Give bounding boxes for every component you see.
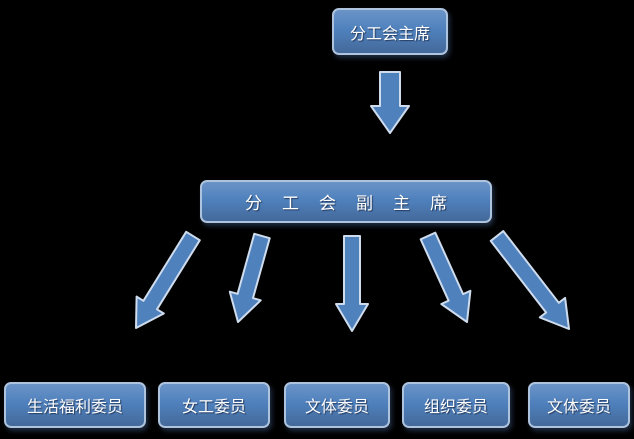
node-culture-sports-committee-2-label: 文体委员 xyxy=(546,397,611,416)
node-vice-chairman-label: 分工会副主席 xyxy=(245,194,467,214)
node-organization-committee: 组织委员 xyxy=(402,382,510,428)
arrow-down-icon xyxy=(370,71,410,134)
node-women-workers-committee: 女工委员 xyxy=(158,382,270,428)
arrow-down-left-icon xyxy=(228,232,271,323)
node-welfare-committee: 生活福利委员 xyxy=(4,382,146,428)
arrow-down-right-icon xyxy=(489,230,570,330)
arrow-down-icon xyxy=(335,235,369,332)
node-chairman-label: 分工会主席 xyxy=(349,23,430,43)
node-culture-sports-committee-1-label: 文体委员 xyxy=(304,397,369,416)
node-organization-committee-label: 组织委员 xyxy=(423,397,488,416)
node-chairman: 分工会主席 xyxy=(332,8,448,55)
node-women-workers-committee-label: 女工委员 xyxy=(181,397,246,416)
node-welfare-committee-label: 生活福利委员 xyxy=(26,397,123,416)
node-culture-sports-committee-2: 文体委员 xyxy=(528,382,630,428)
node-culture-sports-committee-1: 文体委员 xyxy=(284,382,390,428)
arrow-down-right-icon xyxy=(419,231,472,323)
arrow-down-left-icon xyxy=(135,230,201,329)
node-vice-chairman: 分工会副主席 xyxy=(200,180,492,223)
